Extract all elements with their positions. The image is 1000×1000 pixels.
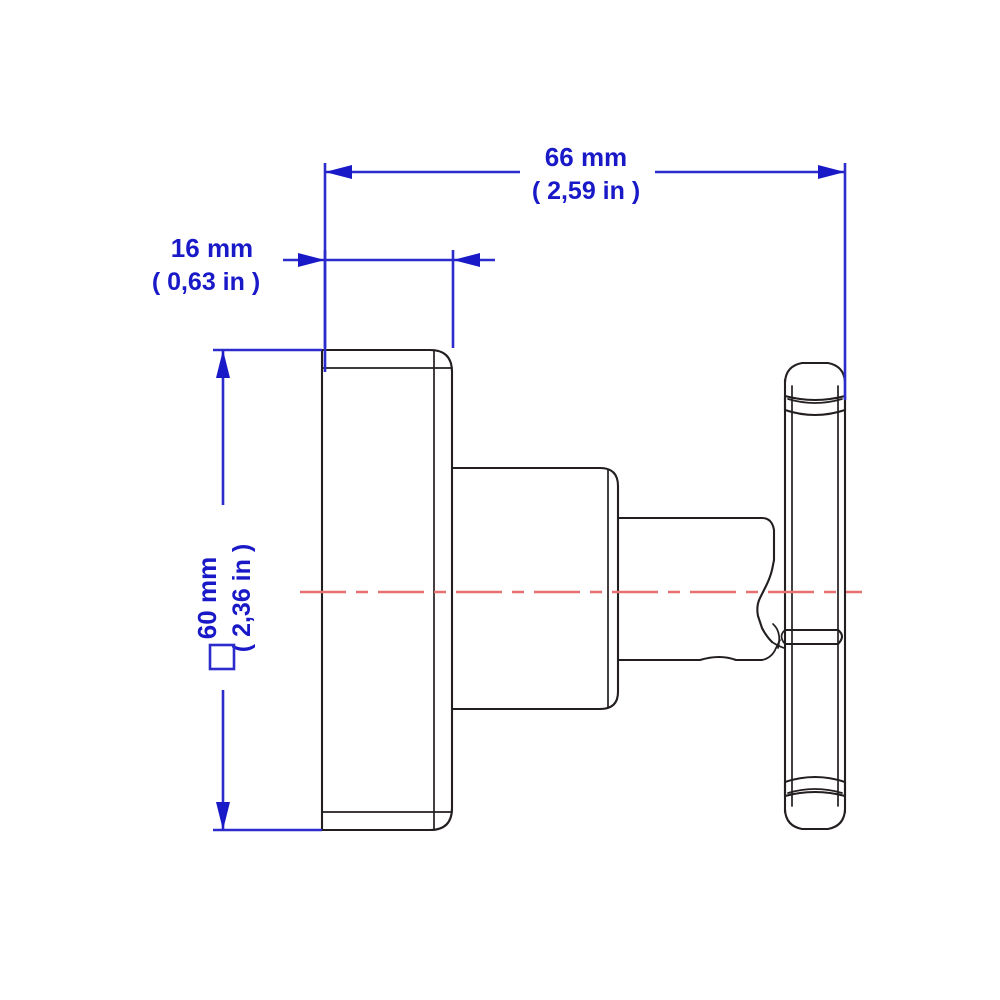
arrow-top-60 — [216, 350, 230, 378]
t-handle-bar — [772, 361, 847, 831]
square-flange — [320, 348, 454, 832]
label-flange-thickness-in: ( 0,63 in ) — [152, 268, 260, 296]
arrow-right-66 — [818, 165, 845, 179]
arrow-left-16 — [298, 253, 325, 267]
part-geometry — [320, 348, 847, 832]
dimension-flange-thickness: 16 mm ( 0,63 in ) — [152, 233, 495, 348]
arrow-right-16 — [453, 253, 480, 267]
label-flange-size-mm: 60 mm — [192, 557, 222, 639]
square-section-symbol-icon — [208, 643, 236, 671]
dimension-flange-square-size: 60 mm ( 2,36 in ) — [192, 348, 322, 832]
cylindrical-body — [450, 466, 620, 711]
label-flange-thickness-mm: 16 mm — [171, 233, 253, 263]
label-overall-length-mm: 66 mm — [545, 142, 627, 172]
stem-shaft — [616, 516, 785, 662]
label-overall-length-in: ( 2,59 in ) — [532, 177, 640, 205]
arrow-left-66 — [325, 165, 352, 179]
dimension-overall-length: 66 mm ( 2,59 in ) — [323, 142, 847, 400]
label-flange-size-in: ( 2,36 in ) — [228, 544, 256, 652]
arrow-bottom-60 — [216, 802, 230, 830]
